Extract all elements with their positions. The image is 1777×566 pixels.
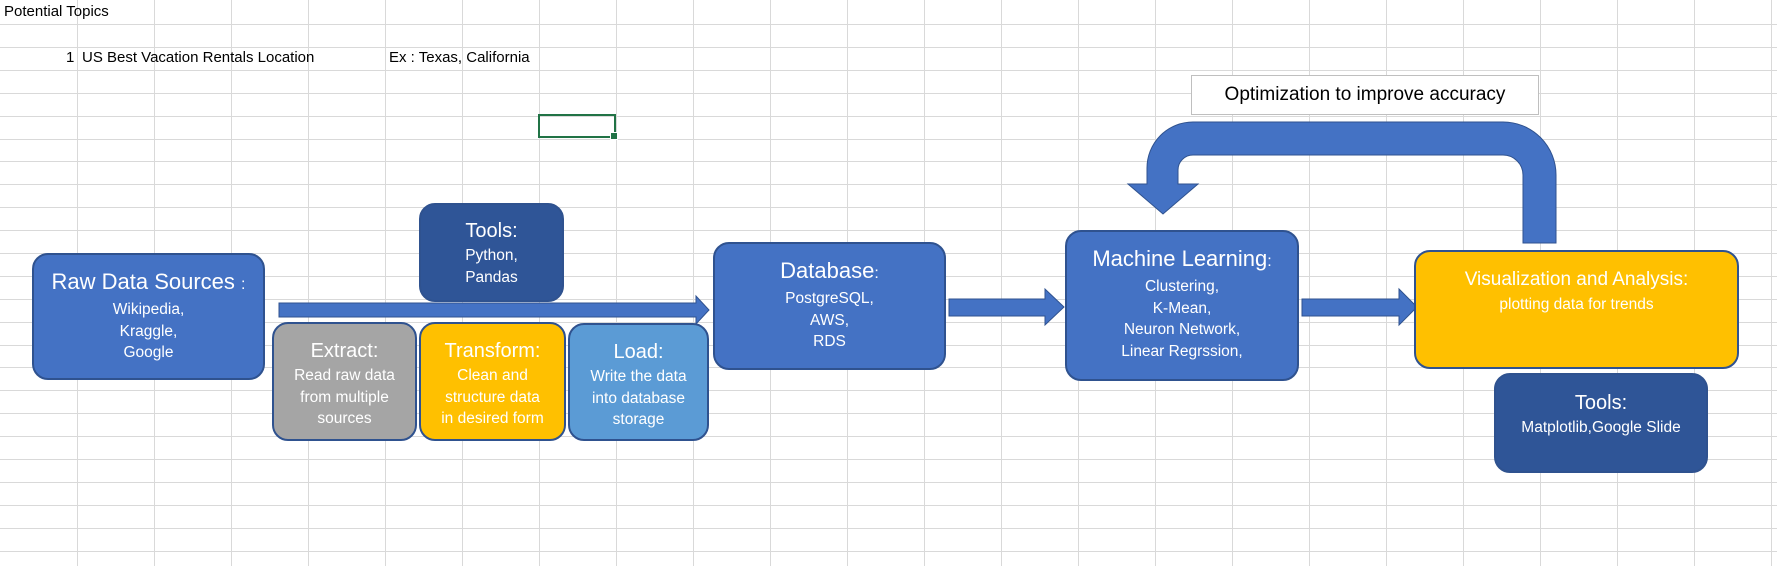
viz-tools-line-1: Matplotlib,Google Slide <box>1521 419 1681 436</box>
viz-title: Visualization and Analysis: <box>1464 269 1689 290</box>
transform-line-1: Clean and <box>457 367 528 384</box>
ml-line-2: K-Mean, <box>1152 299 1212 317</box>
transform-line-3: in desired form <box>441 410 544 427</box>
load-title: Load: <box>613 341 664 363</box>
load-line-3: storage <box>612 411 665 428</box>
load-line-2: into database <box>591 389 686 407</box>
load-box: Load: Write the data into database stora… <box>568 323 709 441</box>
raw-data-colon: : <box>241 276 246 293</box>
transform-line-2: structure data <box>445 388 540 406</box>
ml-line-4: Linear Regrssion, <box>1121 342 1243 360</box>
ml-colon: : <box>1267 253 1272 270</box>
viz-tools-title: Tools: <box>1574 392 1628 414</box>
example-cell[interactable]: Ex : Texas, California <box>389 49 530 66</box>
database-line-3: RDS <box>813 333 846 350</box>
raw-data-title: Raw Data Sources <box>51 269 235 294</box>
ml-line-1: Clustering, <box>1144 278 1220 295</box>
database-colon: : <box>874 265 879 282</box>
arrow-ml-to-viz <box>1301 287 1418 327</box>
visualization-box: Visualization and Analysis: plotting dat… <box>1414 250 1739 369</box>
ml-line-3: Neuron Network, <box>1123 321 1241 338</box>
arrow-database-to-ml <box>948 287 1065 327</box>
extract-line-2: from multiple <box>300 388 389 406</box>
extract-line-3: sources <box>317 410 372 427</box>
machine-learning-box: Machine Learning: Clustering, K-Mean, Ne… <box>1065 230 1299 381</box>
database-title: Database <box>780 258 875 283</box>
fill-handle[interactable] <box>610 132 618 140</box>
database-line-2: AWS, <box>809 311 850 329</box>
extract-box: Extract: Read raw data from multiple sou… <box>272 322 417 441</box>
etl-tools-line-2: Pandas <box>465 268 518 286</box>
etl-tools-title: Tools: <box>465 220 518 242</box>
etl-tools-box: Tools: Python, Pandas <box>419 203 564 302</box>
viz-line-1: plotting data for trends <box>1499 296 1654 313</box>
ml-title: Machine Learning <box>1092 246 1268 271</box>
extract-line-1: Read raw data <box>294 367 395 384</box>
raw-line-2: Kraggle, <box>119 322 178 340</box>
load-line-1: Write the data <box>590 368 687 385</box>
extract-title: Extract: <box>310 340 379 362</box>
optimization-label: Optimization to improve accuracy <box>1191 75 1539 115</box>
selected-cell[interactable] <box>538 114 618 140</box>
viz-tools-box: Tools: Matplotlib,Google Slide <box>1494 373 1708 473</box>
cell-a1[interactable]: Potential Topics <box>4 3 109 20</box>
database-line-1: PostgreSQL, <box>785 290 874 307</box>
database-box: Database: PostgreSQL, AWS, RDS <box>713 242 946 370</box>
raw-line-3: Google <box>123 344 174 361</box>
raw-line-1: Wikipedia, <box>112 301 185 318</box>
topic-cell[interactable]: US Best Vacation Rentals Location <box>82 49 315 66</box>
row-number-cell[interactable]: 1 <box>66 49 75 66</box>
etl-tools-line-1: Python, <box>465 247 518 264</box>
raw-data-sources-box: Raw Data Sources : Wikipedia, Kraggle, G… <box>32 253 265 380</box>
arrow-raw-to-database <box>278 294 710 326</box>
transform-title: Transform: <box>444 340 541 362</box>
transform-box: Transform: Clean and structure data in d… <box>419 322 566 441</box>
feedback-loop-arrow <box>1126 121 1557 244</box>
